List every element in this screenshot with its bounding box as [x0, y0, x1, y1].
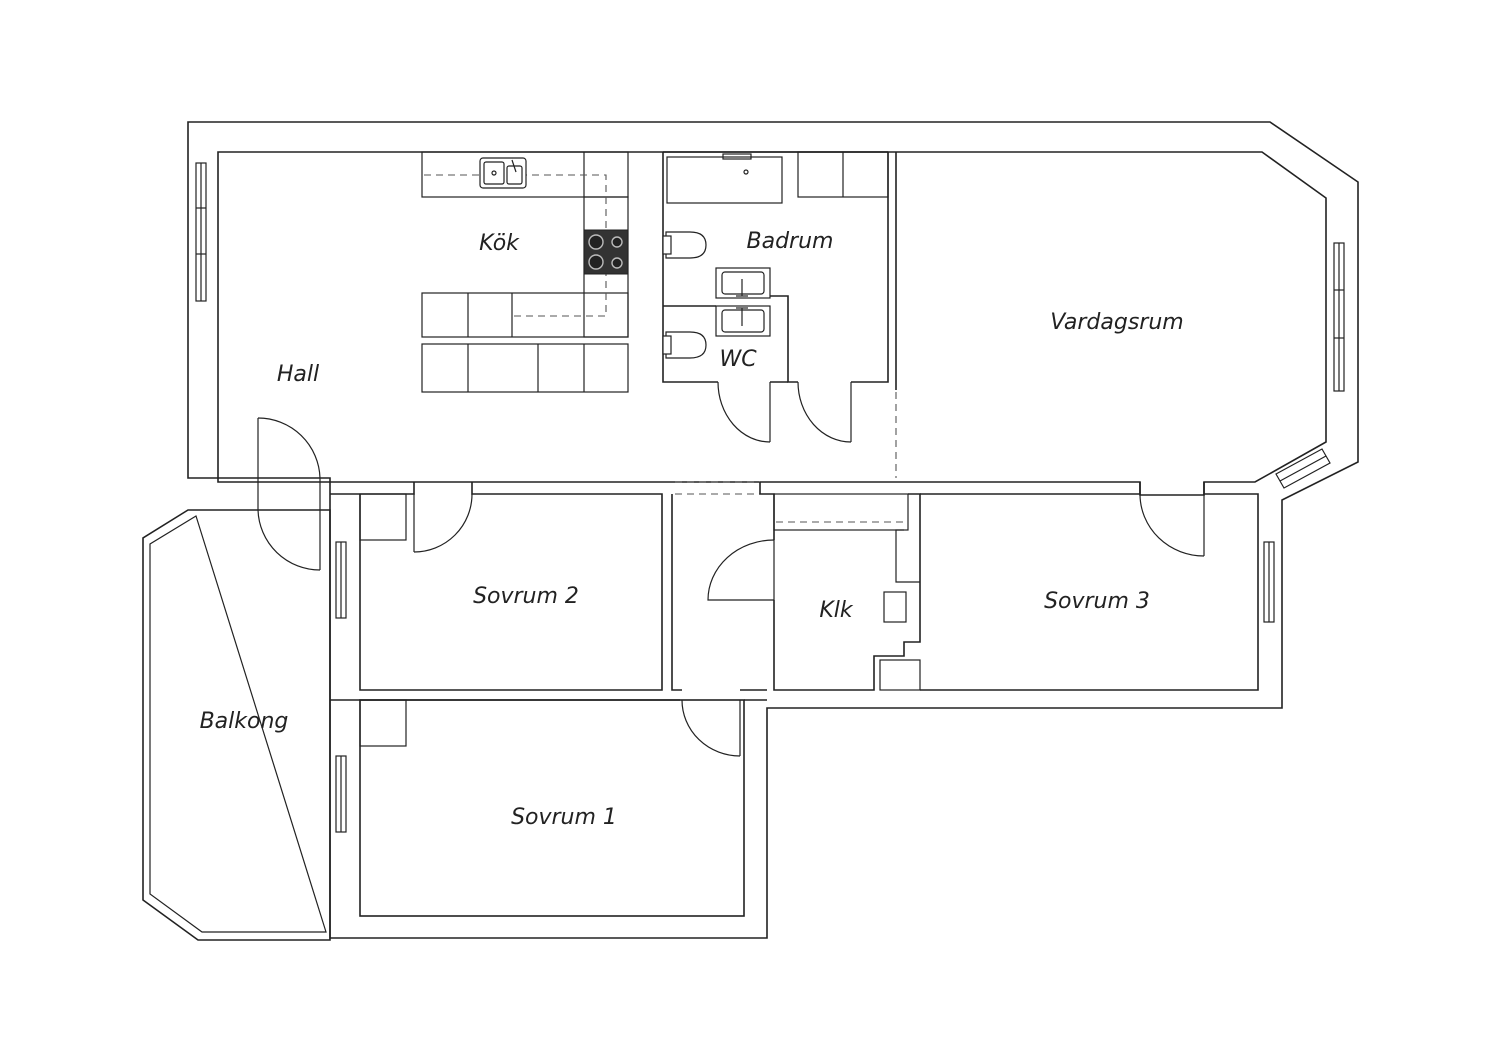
door-swing-icon: [257, 417, 321, 571]
label-badrum: Badrum: [747, 229, 834, 254]
toilet-icon: [662, 231, 707, 259]
door-swing-icon: [707, 539, 775, 601]
washbasin-icon: [715, 267, 771, 299]
toilet-icon: [662, 331, 707, 359]
label-balkong: Balkong: [200, 709, 289, 734]
door-swing-icon: [413, 493, 473, 553]
label-sovrum2: Sovrum 2: [473, 584, 579, 609]
living-room-walls: [895, 152, 1345, 489]
label-sovrum3: Sovrum 3: [1044, 589, 1150, 614]
corridor-opening: [671, 481, 767, 691]
bedrooms-left: [330, 482, 767, 917]
washbasin-icon: [715, 305, 771, 337]
sink-icon: [479, 157, 527, 189]
window-icon: [335, 755, 347, 833]
bedroom-3: [920, 482, 1275, 691]
bathroom-walls: [662, 151, 889, 443]
window-icon: [1333, 242, 1345, 392]
room-labels: Hall Kök Badrum WC Vardagsrum Sovrum 2 S…: [200, 229, 1184, 830]
label-sovrum1: Sovrum 1: [511, 805, 617, 830]
window-icon: [335, 541, 347, 619]
bathtub-icon: [666, 153, 783, 204]
closet: [707, 482, 921, 691]
door-swing-icon: [1139, 493, 1205, 557]
window-icon: [195, 162, 207, 302]
door-swing-icon: [681, 699, 741, 757]
balcony: [142, 509, 331, 941]
window-icon: [1275, 448, 1331, 489]
label-kok: Kök: [479, 231, 520, 256]
label-hall: Hall: [277, 362, 319, 387]
label-vardagsrum: Vardagsrum: [1050, 310, 1183, 335]
door-swing-icon: [717, 381, 771, 443]
hob-icon: [583, 229, 629, 275]
label-wc: WC: [719, 347, 757, 372]
door-swing-icon: [797, 381, 852, 443]
window-icon: [1263, 541, 1275, 623]
kitchen: [421, 151, 629, 393]
label-klk: Klk: [819, 598, 854, 623]
